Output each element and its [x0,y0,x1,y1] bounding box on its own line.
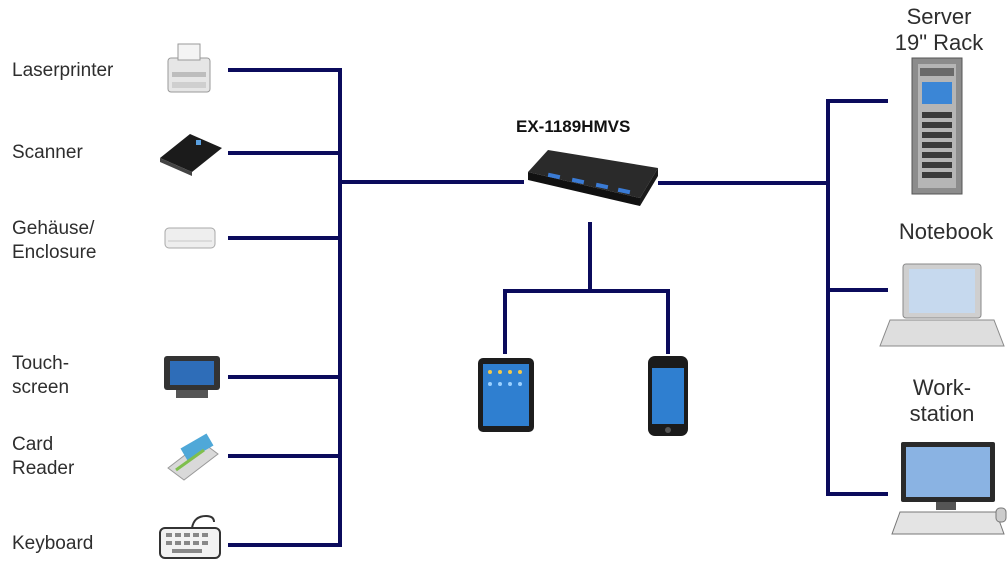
scanner-icon [160,134,222,176]
device-label-server: Server 19" Rack [894,4,984,55]
device-label-laserprinter: Laserprinter [12,60,114,81]
printer-icon [167,43,211,93]
card-reader-icon [167,433,219,481]
usb-hub-icon [528,150,658,206]
device-label-keyboard: Keyboard [12,533,94,554]
enclosure-icon [164,227,216,249]
device-label-scanner: Scanner [12,142,83,163]
server-rack-icon [911,57,963,195]
connector-lines [228,68,888,547]
hub-model-label: EX-1189HMVS [516,117,631,136]
notebook-icon [879,263,1005,347]
touchscreen-icon [164,356,220,398]
workstation-icon [891,442,1007,535]
smartphone-icon [648,356,688,436]
keyboard-icon [159,514,221,559]
device-label-notebook: Notebook [898,219,994,244]
device-label-enclosure: Gehäuse/ Enclosure [12,218,97,263]
device-label-workstation: Work- station [909,375,975,426]
tablet-icon [478,358,534,432]
device-label-touchscreen: Touch- screen [12,353,70,398]
device-label-card-reader: Card Reader [12,434,75,479]
